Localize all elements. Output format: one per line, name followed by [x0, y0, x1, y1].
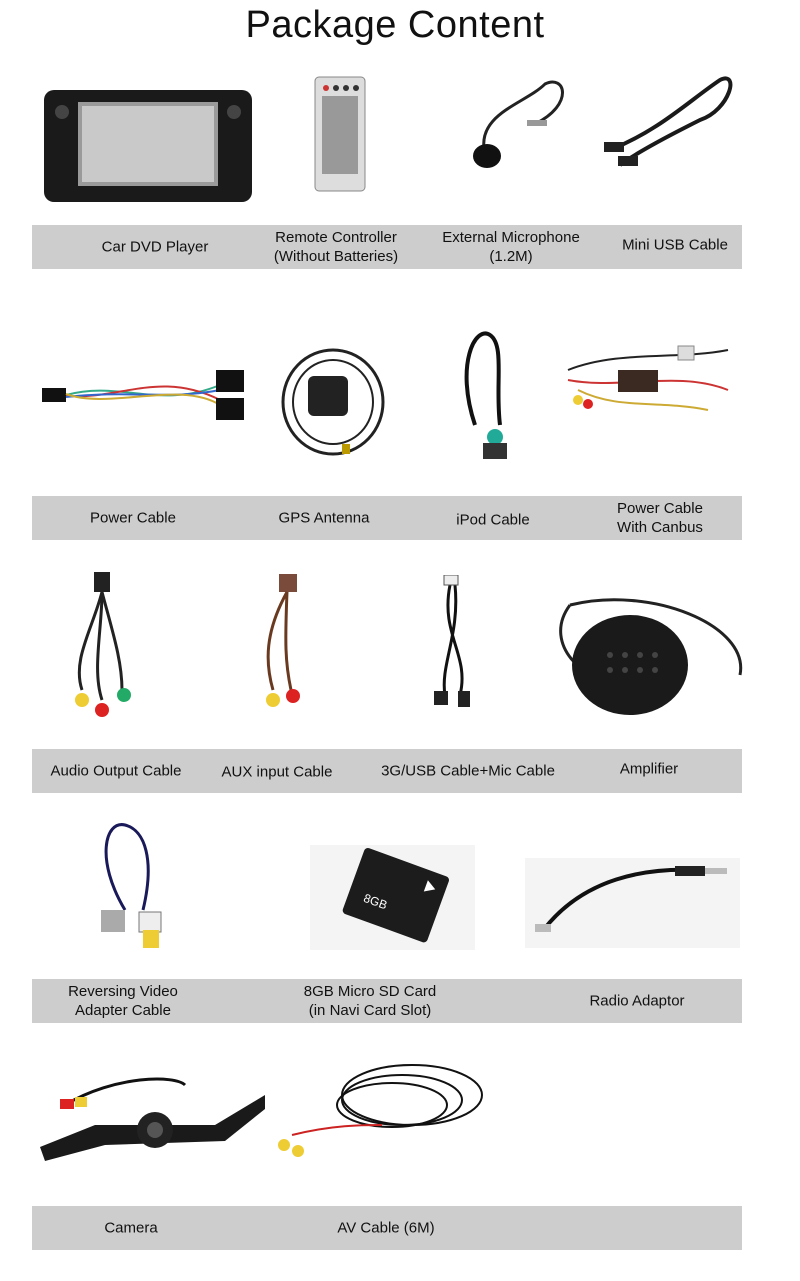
item-label: External Microphone(1.2M) — [442, 229, 580, 265]
page-title: Package Content — [245, 4, 545, 46]
item-label: Audio Output Cable — [50, 762, 182, 780]
canbus-cable-image — [558, 330, 738, 430]
label-bar-row-1 — [32, 225, 742, 269]
gps-antenna-image — [278, 340, 388, 460]
av-cable-image — [272, 1055, 487, 1165]
item-label: Amplifier — [619, 760, 679, 778]
item-label: GPS Antenna — [278, 509, 370, 527]
radio-adaptor-image — [525, 858, 740, 948]
3g-usb-cable-image — [430, 575, 490, 715]
label-bar-row-4 — [32, 979, 742, 1023]
item-label: Remote Controller(Without Batteries) — [273, 229, 399, 265]
remote-controller-image — [314, 76, 366, 192]
car-dvd-player-image — [42, 88, 254, 204]
item-label: AV Cable (6M) — [337, 1219, 435, 1237]
item-label: Power Cable — [90, 509, 176, 527]
usb-cable-image — [600, 70, 740, 170]
item-label: Mini USB Cable — [622, 236, 728, 254]
video-adapter-cable-image — [95, 820, 175, 955]
camera-image — [35, 1075, 270, 1170]
microphone-image — [465, 74, 575, 174]
item-label: 8GB Micro SD Card(in Navi Card Slot) — [303, 983, 437, 1019]
item-label: AUX input Cable — [221, 763, 333, 781]
label-bar-row-5 — [32, 1206, 742, 1250]
audio-cable-image — [62, 570, 142, 730]
item-label: 3G/USB Cable+Mic Cable — [381, 762, 555, 780]
sd-card-image: 8GB — [310, 845, 475, 950]
item-label: Camera — [104, 1219, 158, 1237]
amplifier-image — [550, 585, 755, 715]
item-label: Car DVD Player — [101, 238, 209, 256]
label-bar-row-2 — [32, 496, 742, 540]
item-label: Radio Adaptor — [589, 992, 685, 1010]
ipod-cable-image — [455, 325, 525, 465]
label-bar-row-3 — [32, 749, 742, 793]
aux-cable-image — [245, 572, 305, 722]
item-label: iPod Cable — [456, 511, 530, 529]
power-cable-image — [40, 360, 250, 430]
